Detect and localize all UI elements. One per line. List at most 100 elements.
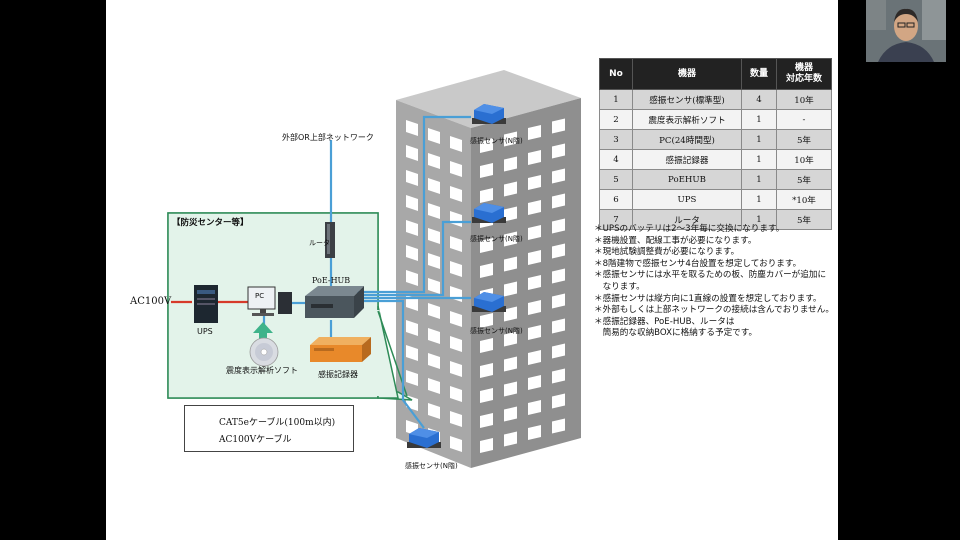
note-line: ＊現地試験調整費が必要になります。 [594, 247, 740, 258]
building-window [450, 186, 462, 202]
note-line: なります。 [594, 281, 645, 292]
building-window [480, 438, 493, 453]
building-window [406, 345, 418, 361]
recorder-icon [310, 337, 371, 362]
building-window [552, 343, 565, 359]
building-window [504, 356, 517, 372]
building-window [480, 163, 493, 178]
sensor-label-2: 感振センサ(N階) [470, 235, 523, 243]
note-line: ＊外部もしくは上部ネットワークの接続は含んでおりません。 [594, 305, 834, 316]
building-window [406, 145, 418, 161]
building-window [504, 231, 517, 247]
seismic-sensor-icon [472, 104, 506, 124]
table-cell: 感振センサ(標準型) [632, 89, 742, 110]
building-window [406, 170, 418, 186]
table-cell: 6 [599, 189, 633, 210]
building-window [428, 378, 440, 394]
router-icon [325, 222, 335, 258]
building-window [528, 225, 541, 240]
building-window [552, 393, 565, 409]
table-cell: 2 [599, 109, 633, 130]
building-window [504, 331, 517, 347]
note-line: ＊UPSのバッテリは2～3年毎に交換になります。 [594, 224, 785, 234]
building-window [552, 293, 565, 309]
building-window [428, 203, 440, 219]
note-line: 簡易的な収納BOXに格納する予定です。 [594, 328, 758, 339]
cd-icon [249, 337, 279, 367]
table-cell: 5年 [776, 209, 832, 230]
system-diagram [167, 70, 581, 468]
building-window [480, 363, 493, 378]
building-window [504, 306, 517, 322]
building-window [504, 431, 517, 447]
building-window [504, 406, 517, 422]
sensor-label-3: 感振センサ(N階) [470, 327, 523, 335]
building-window [480, 263, 493, 278]
building-window [480, 313, 493, 328]
building-window [552, 143, 565, 159]
table-cell: UPS [632, 189, 742, 210]
ups-icon [194, 285, 218, 323]
building-window [504, 256, 517, 272]
building-window [528, 425, 541, 440]
table-cell: - [776, 109, 832, 130]
building-window [406, 320, 418, 336]
building-window [450, 411, 462, 427]
building-window [552, 268, 565, 284]
table-cell: 7 [599, 209, 633, 230]
legend-cat5e-label: CAT5eケーブル(100m以内) [219, 418, 336, 428]
table-cell: 4 [599, 149, 633, 170]
building-window [450, 386, 462, 402]
building-window [428, 228, 440, 244]
table-cell: 10年 [776, 149, 832, 170]
ac100v-label: AC100V [130, 296, 172, 307]
table-cell: 3 [599, 129, 633, 150]
table-cell: 4 [741, 89, 777, 110]
building-window [528, 300, 541, 315]
building-window [504, 281, 517, 297]
building-window [428, 328, 440, 344]
building-window [428, 178, 440, 194]
building-window [450, 436, 462, 452]
table-cell: 1 [741, 169, 777, 190]
notes: ＊UPSのバッテリは2～3年毎に交換になります。＊器機設置、配線工事が必要になり… [594, 224, 834, 340]
building-window [528, 250, 541, 265]
building-window [406, 120, 418, 136]
header-quantity: 数量 [741, 58, 777, 90]
building-window [552, 368, 565, 384]
building-window [504, 156, 517, 172]
legend-ac100v-label: AC100Vケーブル [219, 435, 292, 445]
header-lifetime: 機器 対応年数 [776, 58, 832, 90]
presenter-video [866, 0, 946, 62]
building-window [450, 361, 462, 377]
building-window [428, 128, 440, 144]
building-window [428, 403, 440, 419]
table-cell: 1 [741, 149, 777, 170]
building-window [528, 350, 541, 365]
pc-label: PC [255, 292, 265, 300]
table-cell: 5年 [776, 169, 832, 190]
note-line: ＊感振センサは縦方向に1直線の設置を想定しております。 [594, 293, 822, 304]
building-window [552, 418, 565, 434]
building-window [528, 375, 541, 390]
building-window [406, 245, 418, 261]
ups-label: UPS [197, 327, 213, 336]
building-window [552, 218, 565, 234]
building-window [450, 311, 462, 327]
table-cell: 1 [599, 89, 633, 110]
software-label: 震度表示解析ソフト [226, 366, 298, 375]
building-window [552, 168, 565, 184]
building [396, 70, 581, 468]
header-no: No [599, 58, 633, 90]
building-window [504, 206, 517, 222]
router-label: ルータ [309, 239, 330, 247]
building-window [406, 220, 418, 236]
